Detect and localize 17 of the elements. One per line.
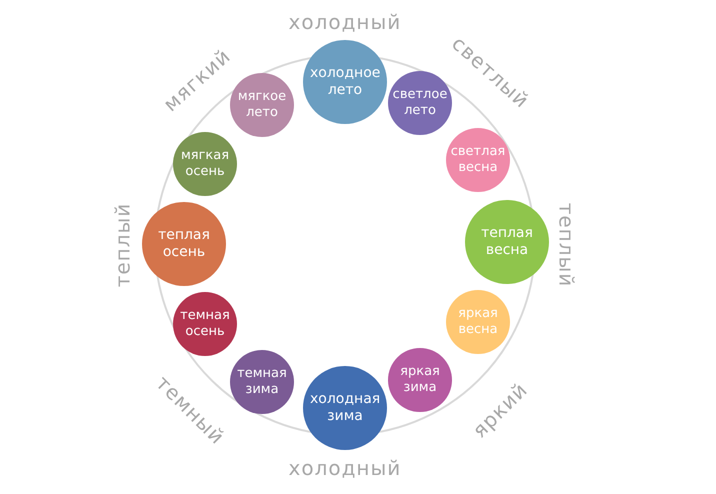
axis-label: холодный [288,10,402,34]
circle-label: яркая зима [399,364,441,396]
color-type-circle [388,348,452,412]
circle-label: светлая весна [450,144,506,176]
circle-label: темная зима [236,366,288,398]
circle-label: холодная зима [310,391,380,425]
circle-label: яркая весна [457,306,499,338]
circle-label: мягкая осень [180,148,230,180]
circle-label: темная осень [179,308,231,340]
circle-label: светлое лето [392,87,448,119]
circle-label: мягкое лето [236,89,288,121]
circle-label: теплая осень [157,227,211,261]
axis-label: холодный [288,456,402,480]
axis-label: теплый [554,202,578,288]
axis-label: теплый [110,202,134,288]
circle-label: теплая весна [480,225,534,259]
circle-label: холодное лето [310,65,380,99]
